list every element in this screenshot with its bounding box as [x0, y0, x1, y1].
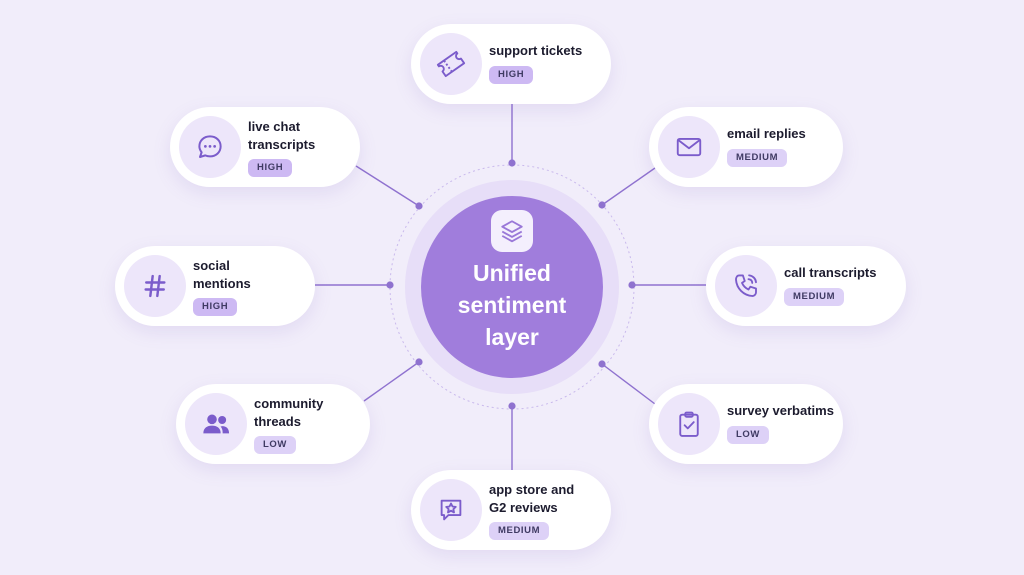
source-card-email-replies: email replies MEDIUM	[649, 107, 843, 187]
priority-badge: LOW	[727, 426, 769, 444]
priority-badge: HIGH	[489, 66, 534, 84]
connector-line	[601, 363, 656, 405]
source-label: email replies	[727, 126, 806, 141]
source-label: survey verbatims	[727, 403, 834, 418]
source-card-call-transcripts: call transcripts MEDIUM	[706, 246, 906, 326]
priority-badge: MEDIUM	[727, 149, 788, 167]
connector-line	[363, 361, 420, 402]
connector-group	[315, 104, 706, 470]
connector-dot	[628, 281, 636, 289]
connector-dot	[598, 201, 606, 209]
source-label: support tickets	[489, 43, 583, 58]
hashtag-icon	[124, 255, 186, 317]
priority-badge: HIGH	[248, 159, 293, 177]
connector-dot	[415, 358, 423, 366]
envelope-icon	[658, 116, 720, 178]
users-icon	[185, 393, 247, 455]
connector-line	[355, 165, 420, 207]
ticket-icon	[420, 33, 482, 95]
priority-badge: HIGH	[193, 298, 238, 316]
chat-bubble-icon	[179, 116, 241, 178]
phone-icon	[715, 255, 777, 317]
connector-dot	[508, 402, 516, 410]
source-card-support-tickets: support tickets HIGH	[411, 24, 611, 104]
priority-badge: MEDIUM	[489, 522, 550, 540]
layers-icon	[491, 210, 533, 252]
connector-dot	[386, 281, 394, 289]
source-label: call transcripts	[784, 265, 877, 280]
priority-badge: LOW	[254, 436, 296, 454]
source-card-survey-verbatims: survey verbatims LOW	[649, 384, 843, 464]
connector-dot	[598, 360, 606, 368]
connector-dot	[508, 159, 516, 167]
star-chat-icon	[420, 479, 482, 541]
connector-dot	[415, 202, 423, 210]
priority-badge: MEDIUM	[784, 288, 845, 306]
connector-line	[601, 167, 656, 206]
clipboard-check-icon	[658, 393, 720, 455]
